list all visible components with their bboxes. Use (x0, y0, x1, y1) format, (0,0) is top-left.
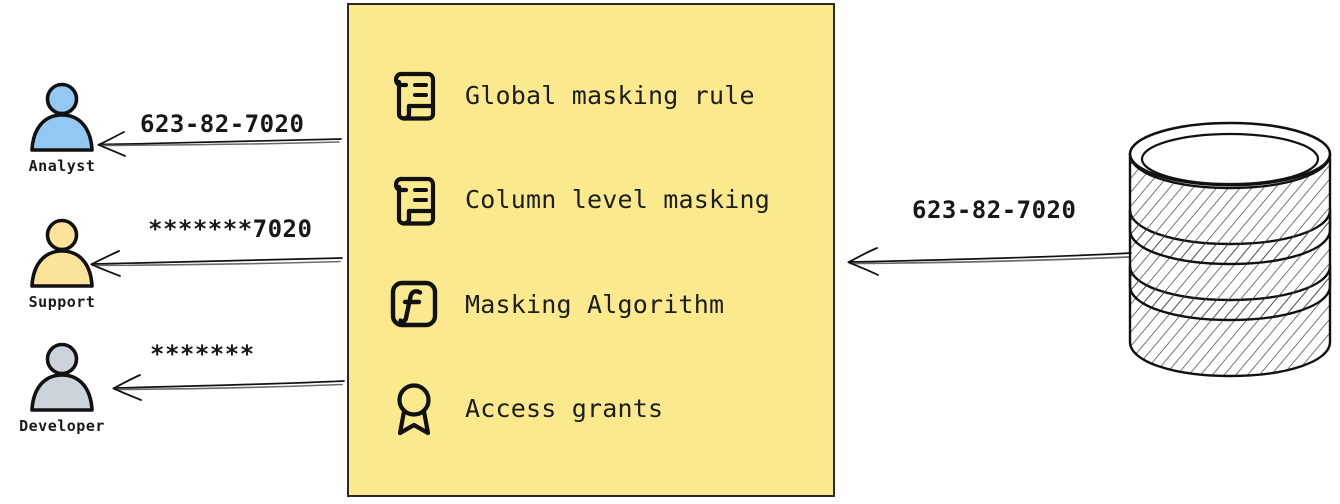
scroll-icon (385, 171, 443, 229)
actor-label: Developer (19, 417, 105, 435)
scroll-icon (385, 66, 443, 124)
policy-item-label: Column level masking (465, 185, 771, 215)
actor-label: Analyst (28, 157, 96, 175)
policy-item-masking-algorithm[interactable]: Masking Algorithm (349, 275, 833, 333)
arrow-left-icon (97, 131, 342, 157)
actor-label: Support (28, 293, 96, 311)
actor-developer: Developer (2, 342, 122, 435)
policy-item-access-grants[interactable]: Access grants (349, 380, 833, 438)
function-icon (385, 275, 443, 333)
policy-item-label: Global masking rule (465, 80, 755, 110)
policy-box: Global masking rule Column level masking (347, 3, 835, 497)
actor-analyst: Analyst (2, 82, 122, 175)
flow-label-support: *******7020 (148, 215, 313, 243)
flow-label-analyst: 623-82-7020 (140, 110, 305, 138)
policy-item-global-masking-rule[interactable]: Global masking rule (349, 66, 833, 124)
policy-item-label: Masking Algorithm (465, 289, 725, 319)
policy-item-label: Access grants (465, 394, 664, 424)
arrow-left-icon (847, 247, 1132, 276)
policy-item-column-level-masking[interactable]: Column level masking (349, 171, 833, 229)
actor-support: Support (2, 218, 122, 311)
person-icon (30, 218, 94, 288)
arrow-left-icon (90, 250, 343, 277)
arrow-left-icon (112, 374, 345, 401)
person-icon (30, 82, 94, 152)
person-icon (30, 342, 94, 412)
policy-item-list: Global masking rule Column level masking (349, 5, 833, 495)
flow-label-developer: ******* (150, 340, 255, 368)
flow-label-source: 623-82-7020 (912, 196, 1077, 224)
database-icon (1128, 121, 1332, 378)
database-node (1122, 118, 1338, 398)
award-icon (385, 380, 443, 438)
